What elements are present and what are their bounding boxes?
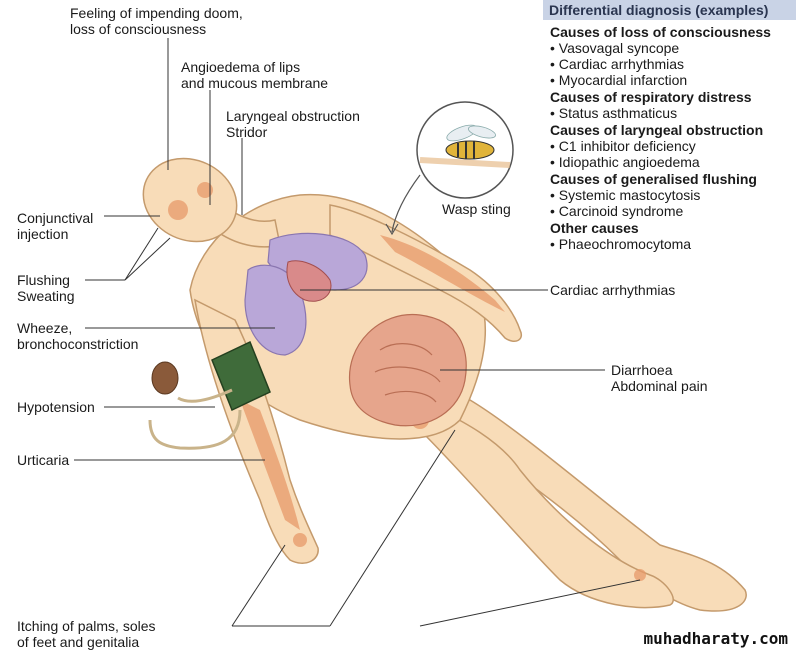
group-heading: Causes of loss of consciousness xyxy=(550,24,771,40)
arm-right xyxy=(329,204,522,342)
label-diarrhoea: Diarrhoea Abdominal pain xyxy=(611,362,708,394)
bp-cuff xyxy=(148,340,271,450)
label-flushing: Flushing Sweating xyxy=(17,272,75,304)
watermark: muhadharaty.com xyxy=(643,629,789,648)
differential-panel: Differential diagnosis (examples) Causes… xyxy=(543,0,796,252)
label-doom: Feeling of impending doom, loss of consc… xyxy=(70,5,243,37)
label-hypotension: Hypotension xyxy=(17,399,95,415)
group-item: Idiopathic angioedema xyxy=(550,154,796,170)
group-item: Cardiac arrhythmias xyxy=(550,56,796,72)
differential-title: Differential diagnosis (examples) xyxy=(543,0,796,20)
label-urticaria: Urticaria xyxy=(17,452,70,468)
wasp-inset xyxy=(385,101,514,236)
label-itching: Itching of palms, soles of feet and geni… xyxy=(17,618,156,650)
group-item: C1 inhibitor deficiency xyxy=(550,138,796,154)
group-item: Vasovagal syncope xyxy=(550,40,796,56)
heart xyxy=(286,260,332,302)
bulb xyxy=(151,361,179,395)
group-item: Phaeochromocytoma xyxy=(550,236,796,252)
label-conjunctival: Conjunctival injection xyxy=(17,210,94,242)
leader-lines xyxy=(74,38,641,627)
group-heading: Causes of laryngeal obstruction xyxy=(550,122,764,138)
label-wheeze: Wheeze, bronchoconstriction xyxy=(17,320,139,352)
lung-lower xyxy=(244,264,307,356)
label-wasp: Wasp sting xyxy=(442,201,511,217)
intestines xyxy=(348,313,467,427)
group-item: Carcinoid syndrome xyxy=(550,203,796,219)
group-item: Status asthmaticus xyxy=(550,105,796,121)
group-heading: Other causes xyxy=(550,220,639,236)
group-heading: Causes of respiratory distress xyxy=(550,89,752,105)
leg-right xyxy=(418,409,674,609)
differential-list: Causes of loss of consciousness Vasovaga… xyxy=(543,20,796,252)
group-item: Myocardial infarction xyxy=(550,72,796,88)
group-heading: Causes of generalised flushing xyxy=(550,171,757,187)
label-laryngeal: Laryngeal obstruction Stridor xyxy=(226,108,360,140)
group-item: Systemic mastocytosis xyxy=(550,187,796,203)
head xyxy=(142,157,238,243)
label-angioedema: Angioedema of lips and mucous membrane xyxy=(181,59,329,91)
label-cardiac: Cardiac arrhythmias xyxy=(550,282,676,298)
